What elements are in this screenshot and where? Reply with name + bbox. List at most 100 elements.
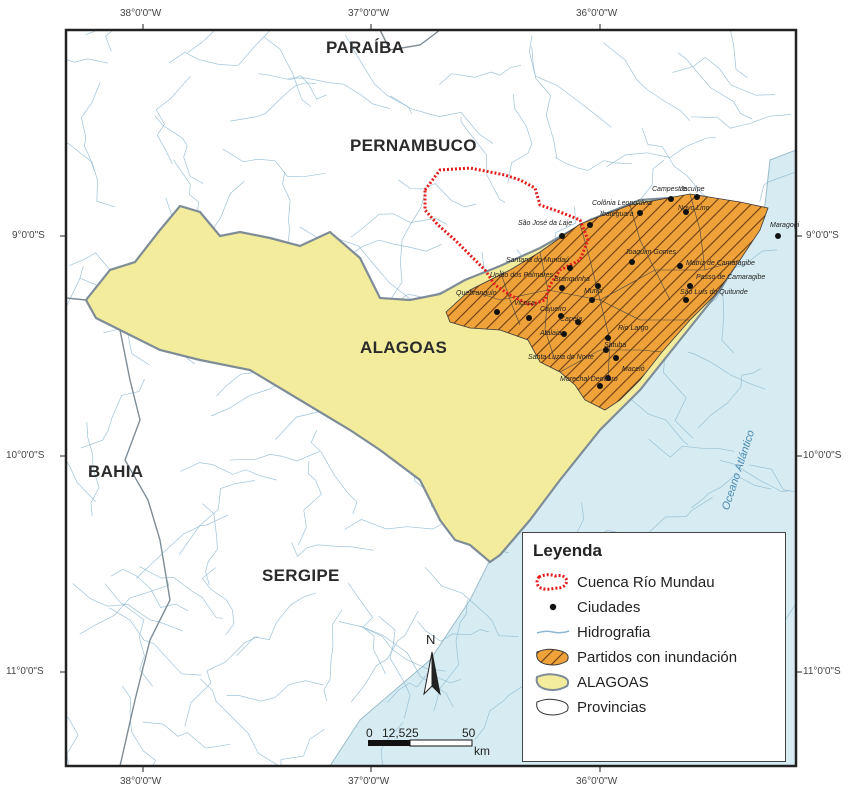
river-line xyxy=(677,52,753,120)
label-pernambuco: PERNAMBUCO xyxy=(350,136,477,155)
river-line xyxy=(507,93,533,183)
river-line xyxy=(66,459,96,503)
city-dot-sao-luis-do-quitunde xyxy=(683,297,689,303)
river-line xyxy=(606,136,717,168)
city-dot-satuba xyxy=(603,347,609,353)
river-line xyxy=(387,672,461,703)
river-line xyxy=(135,514,229,579)
city-label-vicosa: Viçosa xyxy=(514,300,535,307)
river-line xyxy=(109,607,202,676)
river-line xyxy=(460,116,506,203)
river-line xyxy=(759,170,796,202)
river-line xyxy=(378,615,411,719)
city-label-satuba: Satuba xyxy=(604,342,627,349)
river-line xyxy=(310,430,358,515)
legend-title: Leyenda xyxy=(533,541,602,560)
river-line xyxy=(697,368,761,429)
river-line xyxy=(72,583,184,632)
north-label: N xyxy=(426,632,436,647)
river-line xyxy=(749,464,796,493)
legend: Leyenda Cuenca Río Mundau Ciudades Hidro… xyxy=(522,532,786,762)
city-dot-novo-lino xyxy=(683,209,689,215)
city-dot-marechal-deodoro xyxy=(597,383,603,389)
city-dot-santana-do-mundau xyxy=(567,265,573,271)
city-dot-rio-largo xyxy=(605,335,611,341)
city-label-colonia-leopoldina: Colônia Leopoldina xyxy=(592,200,652,207)
river-line xyxy=(236,592,316,656)
city-label-sao-luis-do-quitunde: São Luís do Quitunde xyxy=(680,289,748,296)
legend-label: Hidrografia xyxy=(577,624,651,641)
city-label-santa-luzia-do-norte: Santa Luzia do Norte xyxy=(528,354,594,361)
coord-top-38: 38°0'0"W xyxy=(120,8,162,19)
coord-bottom-38: 38°0'0"W xyxy=(120,776,162,787)
river-line xyxy=(350,213,448,238)
basin-outline xyxy=(423,166,590,307)
legend-label: Provincias xyxy=(577,699,647,716)
coord-right-9: 9°0'0"S xyxy=(806,230,839,241)
city-dot-maceio xyxy=(605,375,611,381)
city-label-santana-do-mundau: Santana do Mundaú xyxy=(506,257,570,264)
blue-line-icon xyxy=(536,630,570,634)
river-line xyxy=(66,716,79,766)
legend-label: Ciudades xyxy=(577,599,641,616)
river-line xyxy=(323,609,343,702)
label-paraiba: PARAÍBA xyxy=(326,38,405,57)
river-line xyxy=(719,459,789,492)
river-line xyxy=(187,30,216,53)
river-line xyxy=(433,599,468,712)
coord-left-9: 9°0'0"S xyxy=(12,230,45,241)
river-line xyxy=(397,179,477,208)
label-bahia: BAHIA xyxy=(88,462,144,481)
city-label-sao-jose-da-laje: São José da Laje xyxy=(518,220,573,227)
river-line xyxy=(105,30,114,52)
flood-districts xyxy=(445,193,769,411)
city-label-campestre: Campestre xyxy=(652,186,687,193)
scale-label-50: 50 xyxy=(462,726,476,740)
city-label-capela: Capela xyxy=(560,316,583,323)
city-label-murici: Murici xyxy=(584,288,603,295)
city-label-maceio: Maceió xyxy=(622,366,645,373)
coord-right-10: 10°0'0"S xyxy=(803,450,842,461)
legend-label: Partidos con inundación xyxy=(577,649,738,666)
city-dot-santa-luzia-do-norte xyxy=(613,355,619,361)
river-line xyxy=(687,351,765,390)
river-line xyxy=(672,56,775,96)
river-line xyxy=(641,127,719,203)
river-line xyxy=(201,567,235,636)
city-label-cajueiro: Cajueiro xyxy=(540,306,567,313)
river-line xyxy=(555,157,633,171)
river-line xyxy=(180,462,277,481)
city-label-joaquim-gomes: Joaquim Gomes xyxy=(625,249,676,256)
white-outline-icon xyxy=(536,698,569,716)
city-label-jacuipe: Jacuípe xyxy=(680,186,705,193)
river-line xyxy=(291,542,374,557)
city-dot-capela xyxy=(575,319,581,325)
legend-label: ALAGOAS xyxy=(577,674,649,691)
city-dot-uniao-dos-palmares xyxy=(559,285,565,291)
river-line xyxy=(168,30,271,67)
city-dot-atalaia xyxy=(561,331,567,337)
coord-bottom-36: 36°0'0"W xyxy=(576,776,618,787)
city-label-novo-lino: Novo Lino xyxy=(678,205,710,212)
river-line xyxy=(287,77,390,109)
river-line xyxy=(178,480,255,555)
river-line xyxy=(121,685,156,766)
city-label-ibateguara: Ibateguara xyxy=(600,211,634,218)
legend-label: Cuenca Río Mundau xyxy=(577,574,715,591)
city-dot-sao-jose-da-laje xyxy=(559,233,565,239)
river-line xyxy=(380,722,404,766)
city-label-atalaia: Atalaia xyxy=(540,330,562,337)
river-line xyxy=(388,192,426,302)
city-dot-jacuipe xyxy=(694,194,700,200)
city-label-marechal-deodoro: Marechal Deodoro xyxy=(560,376,618,383)
river-line xyxy=(226,680,324,702)
dotted-red-outline-icon xyxy=(535,573,569,591)
river-line xyxy=(360,625,454,708)
coord-top-36: 36°0'0"W xyxy=(576,8,618,19)
city-dot-cajueiro xyxy=(558,313,564,319)
river-line xyxy=(79,578,170,635)
river-line xyxy=(200,678,279,766)
city-label-matriz-de-camaragibe: Matriz de Camaragibe xyxy=(686,260,755,267)
river-line xyxy=(222,148,326,178)
city-label-passo-de-camaragibe: Passo de Camaragibe xyxy=(696,274,766,281)
